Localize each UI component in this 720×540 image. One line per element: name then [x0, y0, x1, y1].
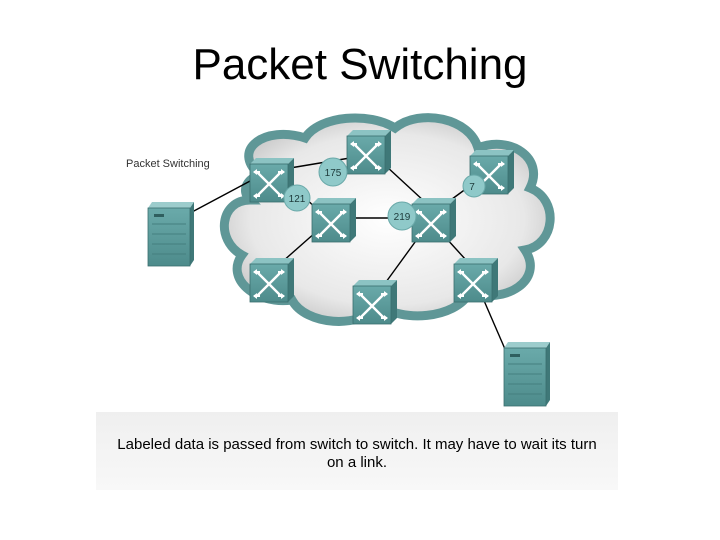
- packet-219: 219: [387, 201, 417, 231]
- link-sw8-server2: [481, 295, 509, 357]
- switch-icon: [452, 256, 500, 304]
- link-sw2-sw4: [385, 165, 426, 203]
- server-icon: [503, 341, 551, 407]
- link-sw4-sw7: [385, 237, 419, 283]
- caption-box: Labeled data is passed from switch to sw…: [96, 412, 618, 490]
- inset-label: Packet Switching: [126, 158, 210, 170]
- packet-175: 175: [318, 157, 348, 187]
- switch-icon: [351, 278, 399, 326]
- server-icon: [147, 201, 195, 267]
- switch-icon: [345, 128, 393, 176]
- link-sw3-sw6: [281, 231, 317, 263]
- switch-icon: [410, 196, 458, 244]
- svg-text:7: 7: [469, 182, 475, 193]
- svg-text:219: 219: [394, 212, 411, 223]
- svg-text:121: 121: [289, 194, 306, 205]
- packet-121: 121: [283, 184, 311, 212]
- switch-icon: [248, 256, 296, 304]
- caption-text: Labeled data is passed from switch to sw…: [117, 436, 597, 471]
- svg-text:175: 175: [325, 168, 342, 179]
- link-server1-sw1: [191, 179, 253, 213]
- packet-7: 7: [462, 174, 486, 198]
- slide-title: Packet Switching: [192, 40, 528, 89]
- switch-icon: [310, 196, 358, 244]
